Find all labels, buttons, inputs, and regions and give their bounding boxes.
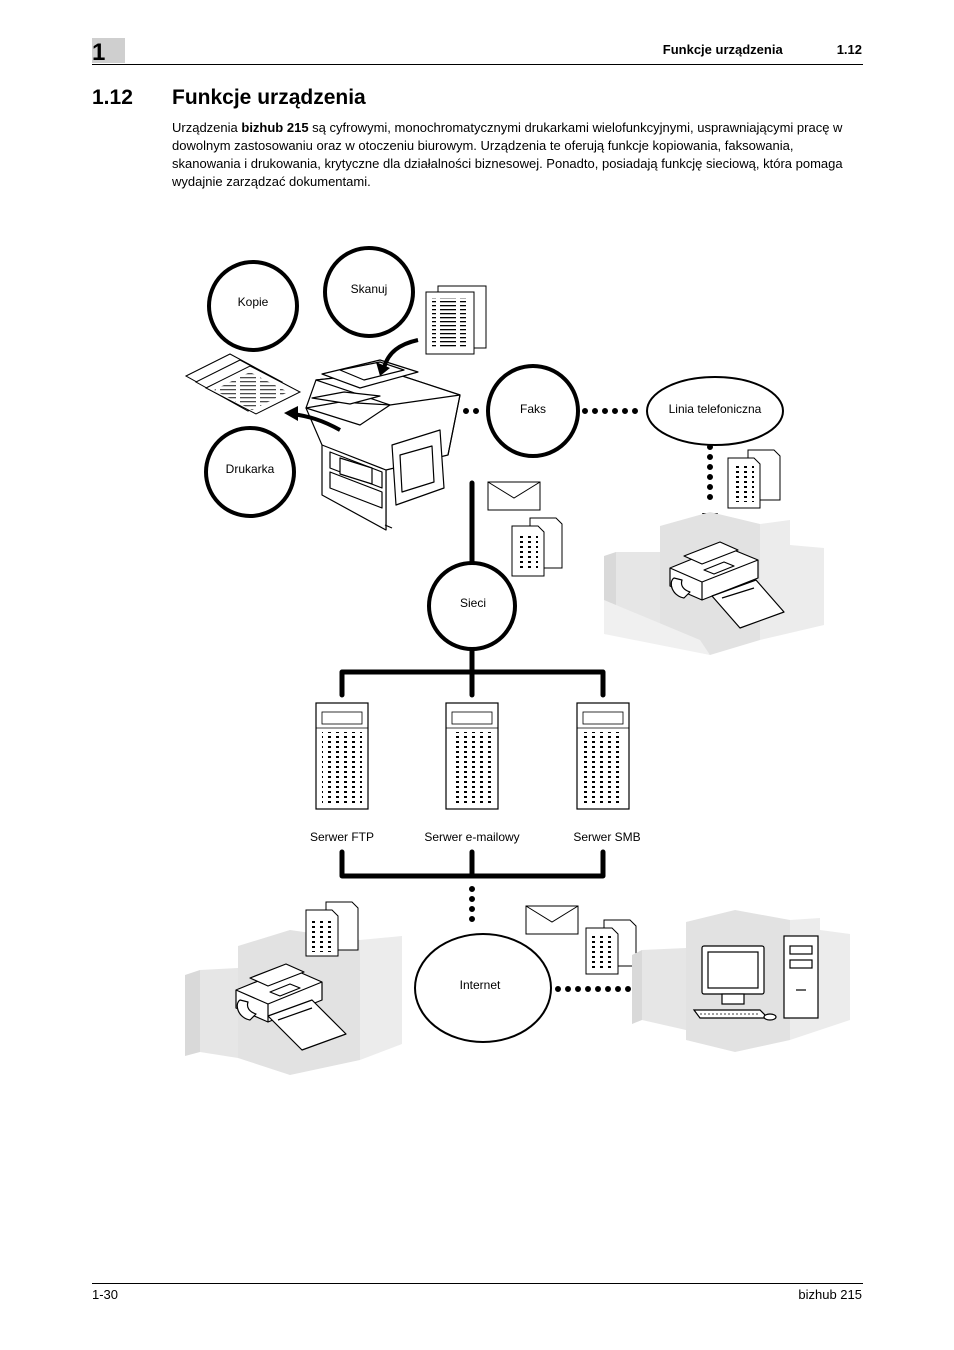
linia-label: Linia telefoniczna: [669, 402, 762, 416]
intro-text-1: Urządzenia: [172, 120, 242, 135]
computer-icon: [692, 935, 819, 1021]
internet-label: Internet: [460, 978, 501, 992]
kopie-label: Kopie: [238, 295, 269, 309]
scan-documents-icon: [425, 285, 487, 355]
skanuj-node: Skanuj: [323, 246, 415, 338]
header-rule: [92, 64, 863, 65]
server-email: [445, 702, 499, 810]
drukarka-label: Drukarka: [226, 462, 275, 476]
kopie-node: Kopie: [207, 260, 299, 352]
print-arrow-head: [284, 406, 298, 421]
faks-label: Faks: [520, 402, 546, 416]
section-title: Funkcje urządzenia: [172, 86, 366, 109]
fax-machine-right: [669, 541, 785, 629]
scan-arrow: [382, 338, 419, 369]
internet-documents-icon: [585, 919, 637, 975]
product-name: bizhub 215: [241, 120, 309, 135]
sieci-node: Sieci: [427, 561, 517, 651]
running-title: Funkcje urządzenia: [662, 42, 783, 57]
footer-rule: [92, 1283, 863, 1284]
sieci-label: Sieci: [460, 596, 486, 610]
chapter-number: 1: [92, 39, 106, 66]
intro-text-2: są cyfrowymi, monochromatycznymi drukark…: [172, 120, 843, 189]
product-footer: bizhub 215: [798, 1287, 862, 1302]
faks-node: Faks: [486, 364, 580, 458]
server-smb: [576, 702, 630, 810]
fax-documents-icon: [727, 449, 781, 509]
fax-machine-left: [235, 963, 347, 1051]
network-documents-icon: [511, 517, 563, 577]
copy-documents-icon: [184, 353, 302, 415]
internet-node: Internet: [414, 933, 552, 1043]
skanuj-label: Skanuj: [351, 282, 388, 296]
network-lines: [339, 480, 606, 879]
mfp-device: [305, 359, 461, 531]
serwer-smb-label: Serwer SMB: [573, 830, 640, 844]
running-section: 1.12: [836, 42, 862, 57]
chapter-tab: [92, 38, 125, 63]
serwer-email-label: Serwer e-mailowy: [424, 830, 519, 844]
section-number: 1.12: [92, 86, 133, 109]
drukarka-node: Drukarka: [204, 426, 296, 518]
internet-envelope-icon: [525, 905, 579, 935]
left-fax-documents-icon: [305, 901, 359, 957]
server-ftp: [315, 702, 369, 810]
scan-arrow-head: [376, 362, 390, 376]
page-number: 1-30: [92, 1287, 119, 1302]
intro-paragraph: Urządzenia bizhub 215 są cyfrowymi, mono…: [172, 119, 864, 191]
linia-node: Linia telefoniczna: [646, 376, 784, 446]
serwer-ftp-label: Serwer FTP: [310, 830, 374, 844]
running-header: Funkcje urządzenia 1.12: [663, 42, 862, 57]
email-envelope-icon: [487, 481, 541, 511]
